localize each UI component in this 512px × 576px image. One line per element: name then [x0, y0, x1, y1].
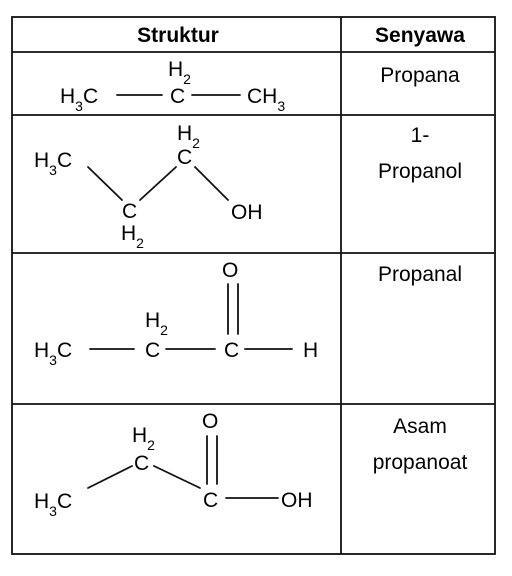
- compound-name-propanoat: propanoat: [373, 451, 468, 474]
- atom-c: C: [145, 339, 160, 362]
- formula-ch3: CH3: [247, 85, 285, 114]
- formula-h2: H2: [121, 222, 144, 251]
- formula-h3c: H3C: [60, 85, 98, 114]
- atom-c: C: [170, 85, 185, 108]
- atom-h: H: [303, 339, 318, 362]
- formula-h3c: H3C: [34, 339, 72, 368]
- formula-h2: H2: [177, 122, 200, 151]
- atom-c: C: [203, 489, 218, 512]
- structure-propanal: O H3C H2 C C H: [34, 259, 318, 368]
- compound-name-propanal: Propanal: [378, 263, 462, 286]
- atom-c: C: [177, 146, 192, 169]
- compound-name-propanol-prefix: 1-: [411, 124, 430, 147]
- atom-c: C: [122, 200, 137, 223]
- atom-o: O: [202, 410, 218, 433]
- structure-propanoic-acid: O H2 C H3C C OH: [34, 410, 313, 519]
- formula-h3c: H3C: [34, 149, 72, 178]
- compound-name-propana: Propana: [380, 64, 460, 87]
- compound-name-asam: Asam: [393, 415, 447, 438]
- atom-c: C: [224, 339, 239, 362]
- structure-propana: H3C C H2 CH3: [60, 58, 285, 114]
- formula-oh: OH: [231, 201, 263, 224]
- header-senyawa: Senyawa: [375, 24, 465, 47]
- formula-h2: H2: [132, 424, 155, 453]
- compound-name-propanol: Propanol: [378, 160, 462, 183]
- formula-h3c: H3C: [34, 490, 72, 519]
- formula-h2: H2: [168, 58, 191, 87]
- structure-propanol: H3C C H2 C H2 OH: [34, 122, 263, 251]
- formula-h2: H2: [145, 309, 168, 338]
- table-grid: [11, 16, 496, 555]
- atom-c: C: [134, 452, 149, 475]
- atom-o: O: [222, 259, 238, 282]
- formula-oh: OH: [281, 489, 313, 512]
- header-struktur: Struktur: [137, 24, 219, 47]
